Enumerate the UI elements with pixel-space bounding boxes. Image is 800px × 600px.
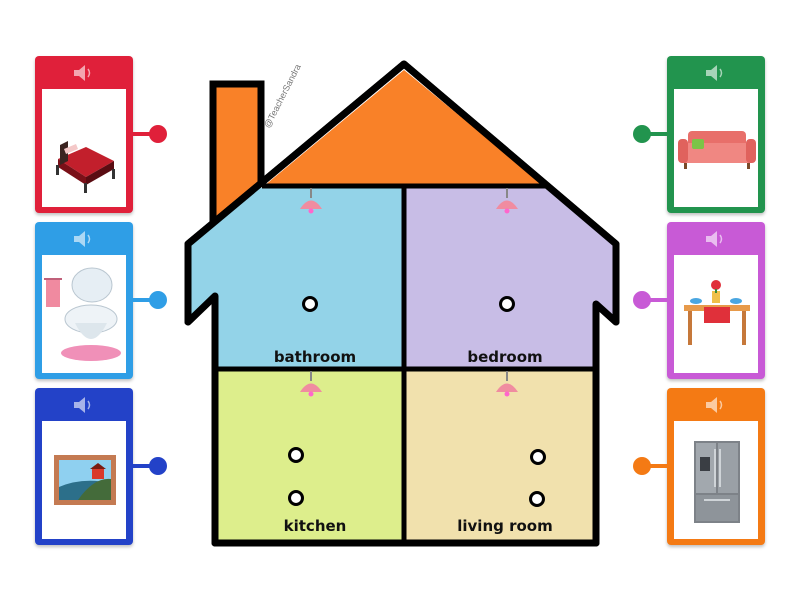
card-dining-table[interactable] [633, 222, 765, 379]
speaker-icon[interactable] [704, 64, 728, 82]
bed-icon [56, 141, 115, 193]
connector-pin[interactable] [633, 125, 667, 143]
connector-pin[interactable] [633, 457, 667, 475]
drop-target-bathroom[interactable] [302, 296, 318, 312]
speaker-icon[interactable] [72, 396, 96, 414]
room-label-kitchen: kitchen [283, 517, 347, 535]
room-label-bedroom: bedroom [467, 348, 543, 366]
bedroom-room [406, 188, 614, 367]
lamp-icon [300, 371, 322, 397]
drop-target-living-room[interactable] [529, 491, 545, 507]
lamp-icon [300, 188, 322, 214]
room-label-living-room: living room [457, 517, 553, 535]
card-sofa[interactable] [633, 56, 765, 213]
framed-picture-icon [54, 455, 116, 505]
connector-pin[interactable] [133, 291, 167, 309]
connector-pin[interactable] [133, 457, 167, 475]
toilet-icon [44, 267, 121, 361]
drop-target-kitchen[interactable] [288, 447, 304, 463]
card-image [42, 89, 126, 207]
roof [264, 70, 545, 186]
card-bed[interactable] [35, 56, 167, 213]
card-image [674, 421, 758, 539]
refrigerator-icon [694, 441, 740, 523]
speaker-icon[interactable] [72, 230, 96, 248]
card-refrigerator[interactable] [633, 388, 765, 545]
connector-pin[interactable] [633, 291, 667, 309]
sofa-icon [678, 131, 756, 169]
room-label-bathroom: bathroom [273, 348, 357, 366]
card-image [42, 421, 126, 539]
speaker-icon[interactable] [704, 230, 728, 248]
kitchen-room [218, 371, 402, 540]
lamp-icon [496, 188, 518, 214]
lamp-icon [496, 371, 518, 397]
dining-table-icon [684, 280, 750, 345]
connector-pin[interactable] [133, 125, 167, 143]
drop-target-bedroom[interactable] [499, 296, 515, 312]
living-room-room [406, 371, 594, 540]
speaker-icon[interactable] [72, 64, 96, 82]
bathroom-room [190, 188, 402, 367]
card-toilet[interactable] [35, 222, 167, 379]
card-image [674, 255, 758, 373]
card-image [42, 255, 126, 373]
drop-target-kitchen[interactable] [288, 490, 304, 506]
card-framed-picture[interactable] [35, 388, 167, 545]
card-image [674, 89, 758, 207]
drop-target-living-room[interactable] [530, 449, 546, 465]
speaker-icon[interactable] [704, 396, 728, 414]
